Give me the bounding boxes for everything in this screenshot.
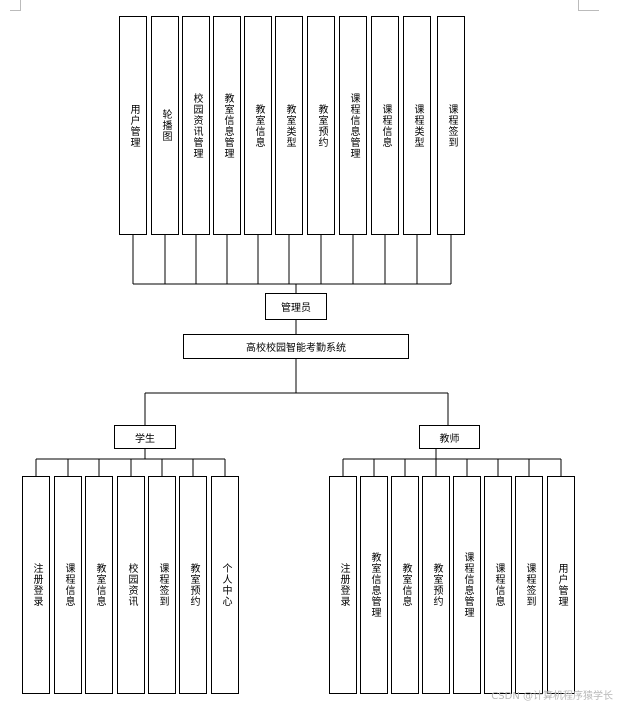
admin-node-label: 管理员 — [281, 303, 311, 314]
system-root-node: 高校校园智能考勤系统 — [183, 334, 409, 359]
admin-module-box: 教室信息管理 — [213, 16, 241, 235]
student-module-label: 教室信息 — [94, 563, 105, 607]
admin-module-label: 校园资讯管理 — [191, 92, 202, 159]
admin-module-label: 教室预约 — [316, 103, 327, 148]
student-module-label: 个人中心 — [220, 563, 231, 607]
teacher-module-box: 教室信息 — [391, 476, 419, 694]
admin-module-label: 教室信息 — [253, 103, 264, 148]
admin-module-box: 课程信息管理 — [339, 16, 367, 235]
admin-module-label: 轮播图 — [160, 109, 171, 142]
teacher-module-label: 注册登录 — [338, 563, 349, 607]
admin-module-label: 课程信息管理 — [348, 92, 359, 159]
system-root-label: 高校校园智能考勤系统 — [246, 343, 346, 354]
student-node-label: 学生 — [135, 433, 155, 445]
teacher-module-label: 教室信息 — [400, 563, 411, 607]
admin-module-box: 课程类型 — [403, 16, 431, 235]
teacher-module-box: 教室信息管理 — [360, 476, 388, 694]
teacher-module-label: 教室信息管理 — [369, 552, 380, 618]
teacher-module-label: 课程签到 — [524, 563, 535, 607]
admin-module-box: 轮播图 — [151, 16, 179, 235]
student-module-label: 教室预约 — [188, 563, 199, 607]
student-module-box: 课程签到 — [148, 476, 176, 694]
student-module-box: 教室预约 — [179, 476, 207, 694]
student-module-label: 课程信息 — [63, 563, 74, 607]
watermark: CSDN @计算机程序猿学长 — [491, 691, 613, 702]
admin-module-box: 教室预约 — [307, 16, 335, 235]
teacher-module-box: 用户管理 — [547, 476, 575, 694]
admin-module-box: 教室类型 — [275, 16, 303, 235]
teacher-module-label: 课程信息管理 — [462, 552, 473, 618]
admin-module-label: 教室信息管理 — [222, 92, 233, 159]
student-module-box: 课程信息 — [54, 476, 82, 694]
admin-module-label: 用户管理 — [128, 103, 139, 148]
teacher-module-box: 课程签到 — [515, 476, 543, 694]
teacher-module-box: 教室预约 — [422, 476, 450, 694]
admin-module-box: 教室信息 — [244, 16, 272, 235]
admin-module-box: 课程签到 — [437, 16, 465, 235]
admin-module-label: 课程类型 — [412, 103, 423, 148]
admin-module-box: 课程信息 — [371, 16, 399, 235]
page-corner-mark-left — [10, 0, 21, 11]
student-module-label: 注册登录 — [31, 563, 42, 607]
admin-module-box: 用户管理 — [119, 16, 147, 235]
student-module-label: 校园资讯 — [126, 563, 137, 607]
student-module-label: 课程签到 — [157, 563, 168, 607]
teacher-module-box: 注册登录 — [329, 476, 357, 694]
admin-node: 管理员 — [265, 293, 327, 320]
student-module-box: 校园资讯 — [117, 476, 145, 694]
teacher-module-label: 课程信息 — [493, 563, 504, 607]
teacher-module-box: 课程信息管理 — [453, 476, 481, 694]
admin-module-label: 课程信息 — [380, 103, 391, 148]
teacher-module-label: 用户管理 — [556, 563, 567, 607]
teacher-module-label: 教室预约 — [431, 563, 442, 607]
teacher-node-label: 教师 — [439, 433, 460, 445]
student-module-box: 教室信息 — [85, 476, 113, 694]
student-node: 学生 — [114, 425, 176, 449]
page-corner-mark-right — [578, 0, 599, 11]
student-module-box: 个人中心 — [211, 476, 239, 694]
admin-module-label: 课程签到 — [446, 103, 457, 148]
teacher-module-box: 课程信息 — [484, 476, 512, 694]
admin-module-box: 校园资讯管理 — [182, 16, 210, 235]
teacher-node: 教师 — [419, 425, 480, 449]
student-module-box: 注册登录 — [22, 476, 50, 694]
admin-module-label: 教室类型 — [284, 103, 295, 148]
